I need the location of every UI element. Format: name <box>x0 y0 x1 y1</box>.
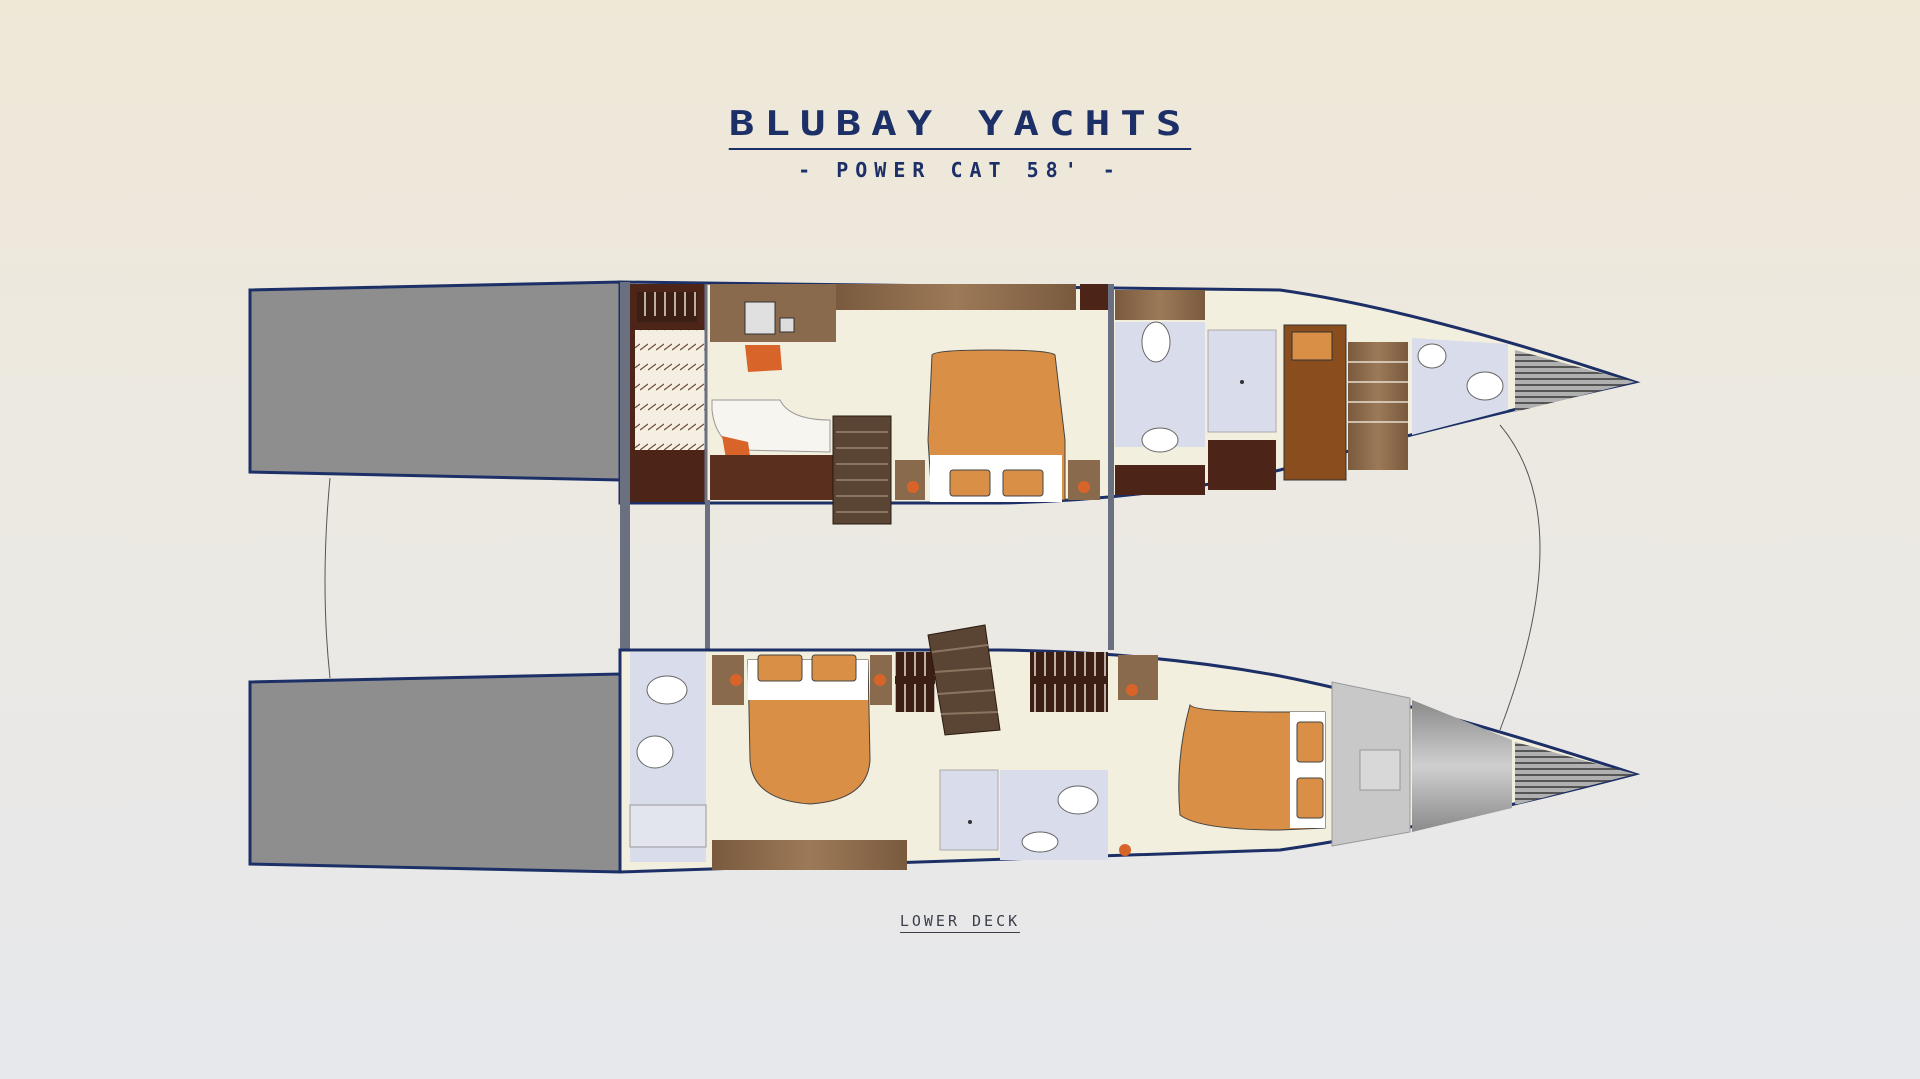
pillow-left <box>949 469 991 497</box>
aft-toilet-port <box>636 735 674 769</box>
guest-pillow-1 <box>757 654 803 682</box>
cabinet-top <box>836 284 1076 310</box>
forward-bed-port <box>1178 703 1326 831</box>
forward-hatch <box>1359 749 1401 791</box>
lamp-aft-port-2 <box>874 674 886 686</box>
title-block: BLUBAY YACHTS - POWER CAT 58' - <box>0 104 1920 182</box>
beam-mid-fore <box>1108 500 1114 650</box>
forward-pillow-2 <box>1296 777 1324 819</box>
phone <box>779 317 795 333</box>
cabinet-corner <box>1080 284 1110 310</box>
desk-chair <box>745 345 782 372</box>
lamp-left <box>907 481 919 493</box>
stairs-port <box>927 624 1001 736</box>
guest-pillow-2 <box>811 654 857 682</box>
mid-toilet-port <box>1057 785 1099 815</box>
mid-shower-drain <box>968 820 972 824</box>
aft-deck-starboard <box>248 280 622 482</box>
closet-port-1 <box>895 652 935 712</box>
closet-port-2 <box>1030 652 1108 712</box>
laptop <box>744 301 776 335</box>
mid-shower-port <box>939 769 999 851</box>
nightstand-right <box>1068 460 1100 500</box>
bunk-pillow <box>1291 331 1333 361</box>
stair-steps <box>836 431 888 513</box>
bow-storage-port <box>1412 700 1512 832</box>
forward-step-lines <box>1348 361 1408 423</box>
aft-deck-arc <box>324 477 331 679</box>
lamp-aft-port <box>730 674 742 686</box>
stairs-starboard <box>832 415 892 525</box>
stairs-port-steps <box>931 644 999 715</box>
beam-mid-aft <box>705 500 710 650</box>
sink-starboard <box>1141 427 1179 453</box>
lamp-fore-port-2 <box>1119 844 1131 856</box>
nightstand-left <box>895 460 925 500</box>
mid-sink-port <box>1021 831 1059 853</box>
forward-pillow-1 <box>1296 721 1324 763</box>
vanity-starboard <box>1115 465 1205 495</box>
sofa <box>711 399 831 453</box>
sofa-base <box>710 455 835 500</box>
footer: LOWER DECK <box>0 911 1920 933</box>
beam-aft <box>620 282 630 872</box>
shoe-rack <box>637 292 697 322</box>
aft-deck-port <box>248 672 622 874</box>
bulkhead <box>1108 284 1114 502</box>
lamp-fore-port <box>1126 684 1138 696</box>
port-hull <box>248 624 1641 874</box>
shower-drain <box>1240 380 1244 384</box>
deck-label: LOWER DECK <box>899 912 1021 933</box>
cabinet-port <box>712 840 907 870</box>
shower-locker <box>1208 440 1276 490</box>
fore-deck-arc <box>1499 424 1541 731</box>
model-subtitle: - POWER CAT 58' - <box>798 158 1122 182</box>
hanging-rail <box>635 330 705 450</box>
forward-toilet <box>1466 371 1504 401</box>
lamp-right <box>1078 481 1090 493</box>
aft-sink-port <box>646 675 688 705</box>
head-cabinet <box>1115 290 1205 320</box>
starboard-hull <box>248 280 1641 525</box>
bow-locker-port <box>1515 742 1635 805</box>
toilet-starboard <box>1141 321 1171 363</box>
forward-steps <box>1348 342 1408 470</box>
brand-title: BLUBAY YACHTS <box>728 104 1192 150</box>
forward-sink <box>1417 343 1447 369</box>
aft-shower-port <box>629 804 707 848</box>
nightstand-fore-port <box>1118 655 1158 700</box>
bow-locker-starboard <box>1515 350 1635 412</box>
pillow-right <box>1002 469 1044 497</box>
